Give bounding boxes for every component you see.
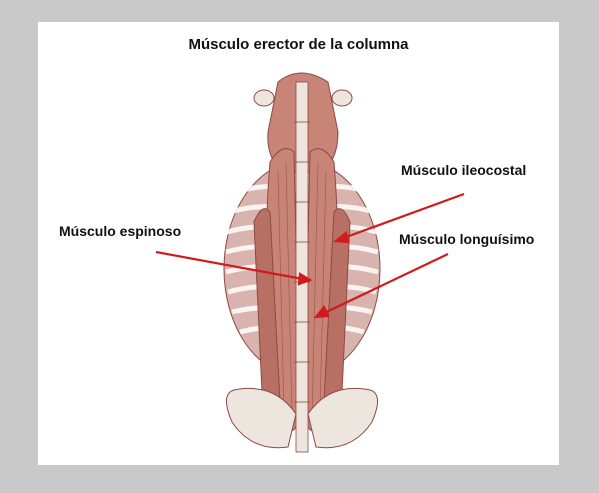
arrow-espinoso-head xyxy=(297,272,313,286)
label-musculo-longuisimo: Músculo longuísimo xyxy=(399,231,535,247)
back-muscles-illustration xyxy=(155,72,465,453)
vertebral-column xyxy=(294,81,310,453)
arrow-ileocostal-head xyxy=(333,231,350,244)
arrows xyxy=(155,192,465,319)
label-musculo-espinoso: Músculo espinoso xyxy=(59,223,182,239)
diagram-title: Músculo erector de la columna xyxy=(188,36,409,53)
arrow-longuisimo xyxy=(317,253,449,317)
arrow-ileocostal xyxy=(337,192,465,242)
arrow-espinoso xyxy=(155,250,309,282)
label-musculo-ileocostal: Músculo ileocostal xyxy=(401,162,527,178)
pelvis xyxy=(226,387,378,449)
diagram-panel: Músculo erector de la columna xyxy=(38,22,559,465)
arrow-longuisimo-head xyxy=(313,304,330,319)
